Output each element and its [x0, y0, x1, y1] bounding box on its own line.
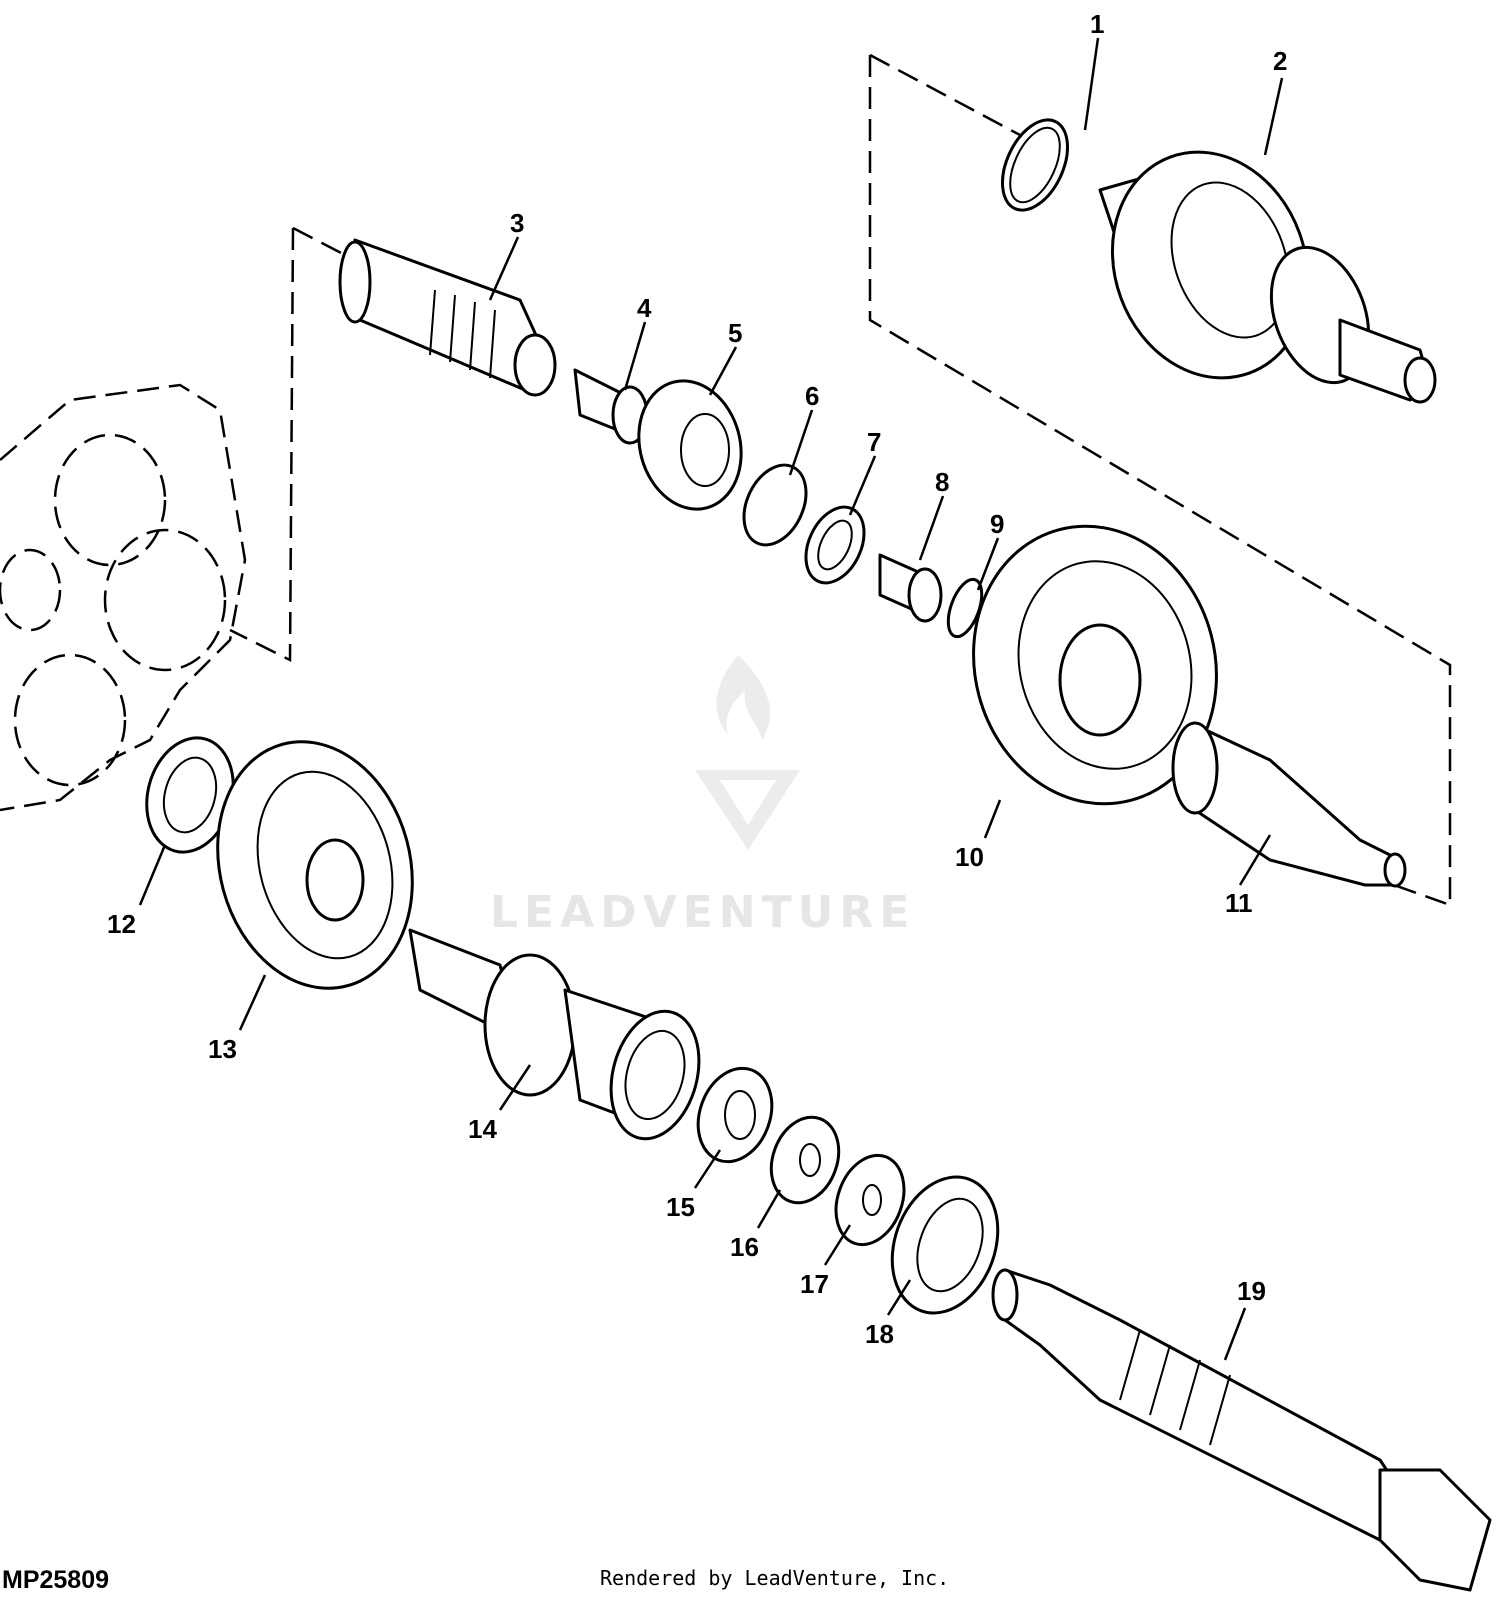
assembly-bracket-right — [868, 53, 1452, 907]
callout-10: 10 — [955, 842, 984, 872]
part-4-sleeve — [573, 368, 649, 445]
part-15-nut — [696, 1066, 774, 1164]
part-6-snap-ring — [742, 463, 808, 547]
callout-19: 19 — [1237, 1276, 1266, 1306]
callout-12: 12 — [107, 909, 136, 939]
callout-5: 5 — [728, 318, 742, 348]
callout-17: 17 — [800, 1269, 829, 1299]
callout-16: 16 — [730, 1232, 759, 1262]
part-18-bearing — [890, 1175, 1000, 1315]
part-13-gear — [216, 740, 414, 990]
callout-4: 4 — [637, 293, 652, 323]
part-3-shaft — [338, 238, 557, 397]
watermark-text: LEADVENTURE — [490, 887, 915, 938]
diagram-reference-code: MP25809 — [2, 1566, 110, 1594]
callout-6: 6 — [805, 381, 819, 411]
callout-3: 3 — [510, 208, 524, 238]
part-19-pinion-shaft — [991, 1268, 1492, 1592]
render-credit: Rendered by LeadVenture, Inc. — [600, 1566, 950, 1590]
callout-9: 9 — [990, 509, 1004, 539]
part-16-nut — [769, 1115, 841, 1205]
callout-8: 8 — [935, 467, 949, 497]
leader-lines — [138, 37, 1284, 1361]
callout-1: 1 — [1090, 9, 1104, 39]
callout-15: 15 — [666, 1192, 695, 1222]
part-1-snap-ring — [1001, 118, 1069, 212]
part-14-gear-hub — [408, 928, 701, 1141]
part-8-needle-bearing — [878, 553, 943, 623]
callout-11: 11 — [1225, 888, 1253, 918]
part-7-washer — [804, 505, 866, 585]
part-2-cluster-gear — [1098, 150, 1437, 404]
housing-outline — [0, 383, 247, 812]
part-17-washer — [834, 1153, 906, 1247]
callout-2: 2 — [1273, 46, 1287, 76]
callout-7: 7 — [867, 427, 881, 457]
assembly-bracket-upper — [229, 226, 346, 663]
part-5-gear — [637, 379, 743, 511]
callout-18: 18 — [865, 1319, 894, 1349]
leadventure-watermark-logo — [695, 655, 800, 850]
callout-14: 14 — [468, 1114, 497, 1144]
callout-13: 13 — [208, 1034, 237, 1064]
part-12-bearing — [145, 736, 235, 854]
part-10-large-gear — [972, 524, 1218, 806]
part-11-shaft — [1171, 721, 1407, 888]
